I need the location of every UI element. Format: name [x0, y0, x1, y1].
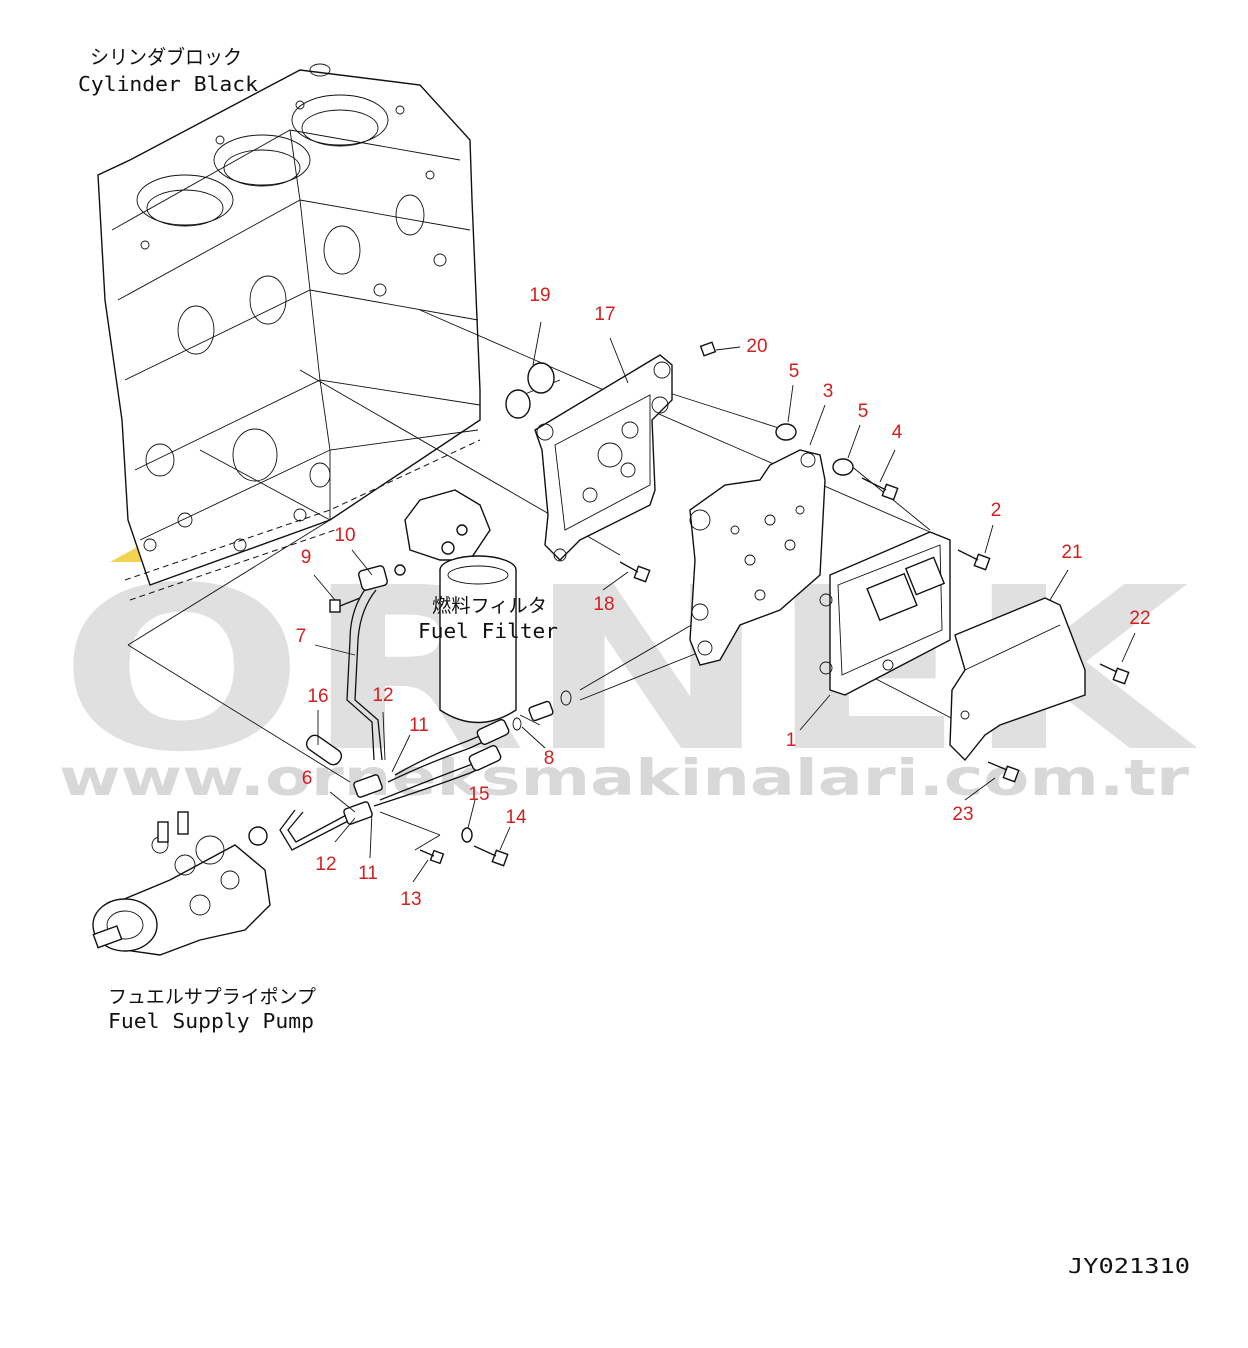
fuel-filter-label-jp: 燃料フィルタ — [432, 595, 547, 617]
callout-11b: 11 — [358, 863, 378, 884]
callout-10: 10 — [334, 525, 355, 546]
callout-numbers: 1 2 3 4 5 5 6 7 8 9 10 11 11 12 12 13 14… — [296, 285, 1151, 910]
fuel-supply-pump — [92, 811, 271, 956]
adapter-plate — [689, 449, 826, 666]
callout-5b: 5 — [858, 401, 869, 422]
callout-22: 22 — [1129, 608, 1150, 629]
cylinder-block-label-jp: シリンダブロック — [90, 45, 242, 69]
cover — [949, 597, 1086, 762]
callout-20: 20 — [746, 336, 767, 357]
guide-lines — [127, 309, 956, 851]
callout-17: 17 — [594, 304, 615, 325]
callout-6: 6 — [302, 768, 313, 789]
callout-5a: 5 — [789, 361, 800, 382]
fuel-pump-label-jp: フュエルサプライポンプ — [108, 986, 316, 1008]
callout-11a: 11 — [409, 715, 429, 736]
fuel-filter-label-en: Fuel Filter — [418, 619, 558, 643]
callout-1: 1 — [786, 730, 797, 751]
callout-15: 15 — [468, 784, 489, 805]
callout-9: 9 — [301, 547, 312, 568]
leader-lines — [313, 321, 1136, 883]
callout-12a: 12 — [372, 685, 393, 706]
callout-2: 2 — [991, 500, 1002, 521]
callout-18: 18 — [593, 594, 614, 615]
fuel-filter — [394, 489, 517, 724]
fuel-pump-label-en: Fuel Supply Pump — [108, 1009, 314, 1033]
callout-4: 4 — [892, 422, 903, 443]
drawing-code: JY021310 — [1068, 1254, 1190, 1278]
callout-3: 3 — [823, 381, 834, 402]
callout-12b: 12 — [315, 854, 336, 875]
callout-13: 13 — [400, 889, 421, 910]
watermark: ORNEK www.orneksmakinalari.com.tr — [59, 540, 1199, 807]
hardware — [329, 341, 1130, 867]
mounting-bracket — [534, 354, 673, 562]
callout-14: 14 — [505, 807, 527, 828]
callout-23: 23 — [952, 804, 973, 825]
cylinder-block — [97, 63, 481, 601]
callout-7: 7 — [296, 626, 307, 647]
fuel-lines — [279, 565, 572, 851]
callout-16: 16 — [307, 686, 328, 707]
callout-19: 19 — [529, 285, 550, 306]
watermark-url: www.orneksmakinalari.com.tr — [59, 749, 1189, 807]
cylinder-block-label-en: Cylinder Black — [78, 72, 258, 96]
controller-unit — [819, 531, 951, 696]
callout-8: 8 — [544, 748, 555, 769]
callout-21: 21 — [1061, 542, 1082, 563]
component-labels: シリンダブロック Cylinder Black 燃料フィルタ Fuel Filt… — [78, 45, 1190, 1278]
